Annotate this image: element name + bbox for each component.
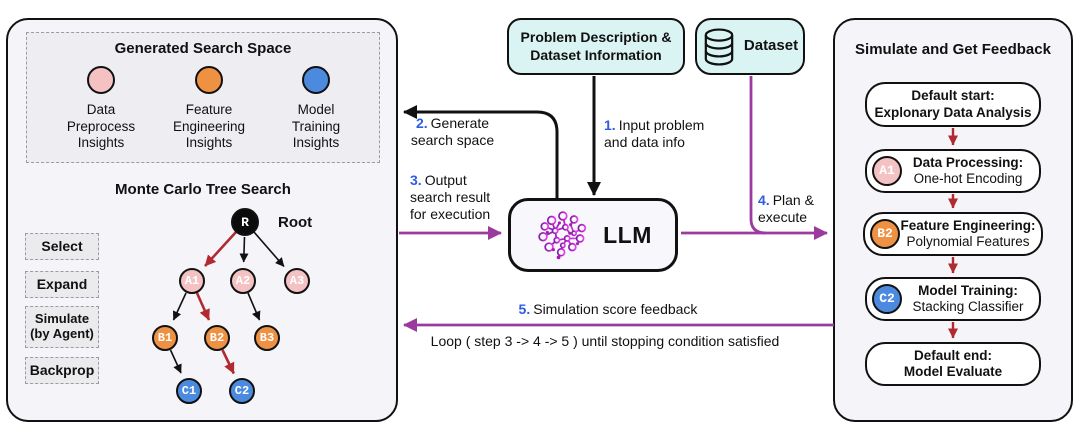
generated-search-space-box <box>26 32 380 163</box>
step-3-label: 3.Output search result for execution <box>410 172 491 222</box>
phase-backprop: Backprop <box>25 357 99 384</box>
feedback-title: Simulate and Get Feedback <box>855 41 1051 58</box>
step-1-label: 1.Input problem and data info <box>604 117 705 150</box>
phase-simulate: Simulate (by Agent) <box>25 306 99 348</box>
root-label: Root <box>278 214 313 231</box>
tree-node-a2: A2 <box>230 268 256 294</box>
dataset-label: Dataset <box>743 37 799 55</box>
feature-engineering-insight-icon <box>195 66 223 94</box>
phase-expand: Expand <box>25 271 99 298</box>
badge-c2: C2 <box>872 284 902 314</box>
badge-a1: A1 <box>872 156 902 186</box>
feedback-box-model-training: C2 Model Training: Stacking Classifier <box>865 277 1041 321</box>
feedback-box-feature-engineering: B2 Feature Engineering: Polynomial Featu… <box>863 212 1043 256</box>
step-2-label: 2.Generate search space <box>410 115 495 148</box>
insight-label-model-training: Model Training Insights <box>291 102 341 151</box>
insight-label-data-preprocess: Data Preprocess Insights <box>66 102 136 151</box>
step-4-label: 4.Plan & execute <box>758 192 814 225</box>
brain-icon <box>538 211 587 260</box>
llm-label: LLM <box>603 221 652 248</box>
tree-node-b2: B2 <box>204 325 230 351</box>
feedback-box-data-processing: A1 Data Processing: One-hot Encoding <box>865 149 1041 193</box>
tree-node-a3: A3 <box>284 268 310 294</box>
problem-description-box: Problem Description & Dataset Informatio… <box>507 18 685 75</box>
database-icon <box>704 27 734 66</box>
tree-node-b3: B3 <box>254 325 280 351</box>
tree-node-c1: C1 <box>176 378 202 404</box>
data-preprocess-insight-icon <box>87 66 115 94</box>
feedback-box-default-end: Default end: Model Evaluate <box>865 342 1041 386</box>
tree-node-root: R <box>231 208 259 236</box>
badge-b2: B2 <box>870 219 900 249</box>
mcts-title: Monte Carlo Tree Search <box>115 181 291 198</box>
tree-node-b1: B1 <box>152 325 178 351</box>
phase-select: Select <box>25 233 99 260</box>
tree-node-c2: C2 <box>229 378 255 404</box>
loop-note: Loop ( step 3 -> 4 -> 5 ) until stopping… <box>430 333 780 349</box>
llm-box: LLM <box>508 198 678 272</box>
search-space-title: Generated Search Space <box>114 40 292 57</box>
dataset-box: Dataset <box>695 18 805 75</box>
step-5-label: 5.Simulation score feedback <box>518 301 698 317</box>
feedback-box-default-start: Default start: Explonary Data Analysis <box>865 82 1041 127</box>
model-training-insight-icon <box>302 66 330 94</box>
tree-node-a1: A1 <box>179 268 205 294</box>
insight-label-feature-engineering: Feature Engineering Insights <box>172 102 246 151</box>
